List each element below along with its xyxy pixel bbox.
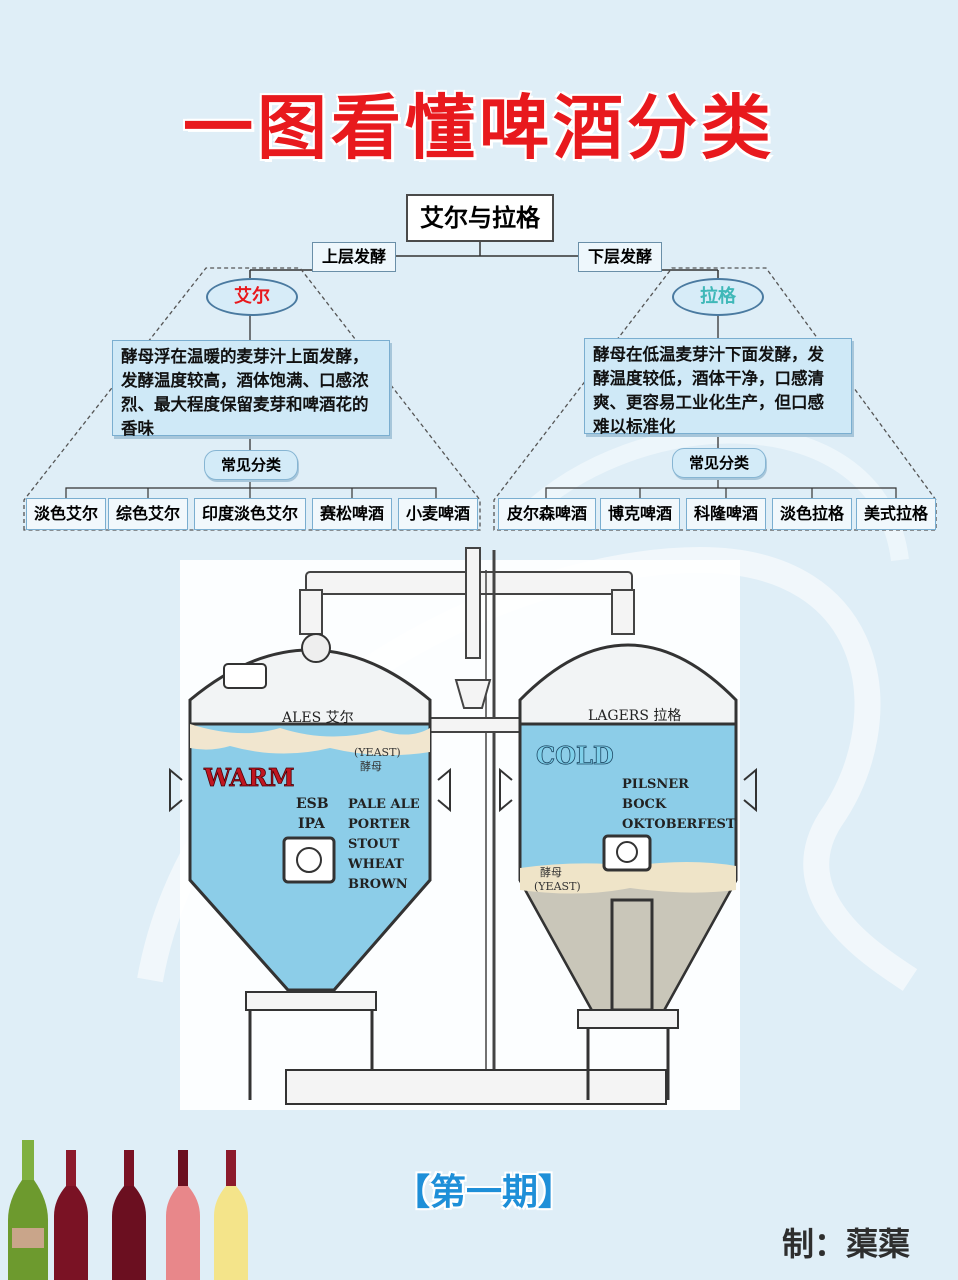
lager-yeast-en: (YEAST) (534, 880, 581, 893)
warm-label: WARM (203, 763, 295, 792)
ale-type-item: 小麦啤酒 (398, 498, 478, 530)
lager-yeast-cn: 酵母 (540, 866, 562, 879)
cold-label: COLD (536, 741, 614, 770)
ale-style-b: STOUT (348, 837, 400, 852)
ale-style-b: PORTER (348, 817, 410, 832)
ale-yeast-cn: 酵母 (360, 760, 382, 773)
red-wine-bottle-icon (112, 1150, 146, 1280)
lager-style: PILSNER (622, 777, 689, 792)
ale-type-item: 综色艾尔 (108, 498, 188, 530)
red-wine-bottle-icon (54, 1150, 88, 1280)
lager-common-label: 常见分类 (672, 448, 766, 478)
lager-style: OKTOBERFEST (622, 817, 736, 832)
champagne-bottle-icon (8, 1140, 48, 1280)
ale-style-b: WHEAT (347, 857, 404, 872)
top-fermentation-tag: 上层发酵 (312, 242, 396, 272)
page-title: 一图看懂啤酒分类 (183, 87, 775, 169)
ales-label: ALES 艾尔 (281, 710, 354, 726)
author-credit: 制：蕖蕖 (782, 1225, 911, 1263)
ale-desc-line: 酵母浮在温暖的麦芽汁上面发酵， (121, 347, 369, 366)
ale-style-a: ESB (296, 796, 329, 812)
episode-label: 【第一期】 (393, 1172, 574, 1213)
lager-desc-line: 爽、更容易工业化生产，但口感 (593, 393, 824, 412)
ale-style-b: PALE ALE (348, 797, 420, 812)
rose-wine-bottle-icon (166, 1150, 200, 1280)
bottles-decoration (8, 1140, 248, 1280)
ale-style-a: IPA (298, 816, 326, 832)
lager-desc-line: 酵母在低温麦芽汁下面发酵，发 (593, 345, 824, 364)
lager-desc-line: 难以标准化 (593, 417, 676, 436)
root-node: 艾尔与拉格 (406, 194, 554, 242)
lager-type-item: 博克啤酒 (600, 498, 680, 530)
tree-connectors (23, 242, 937, 531)
white-wine-bottle-icon (214, 1150, 248, 1280)
fermentation-tanks-illustration: ALES 艾尔 (YEAST) 酵母 WARM ESB IPA PALE ALE… (169, 547, 757, 1110)
lager-desc-line: 酵温度较低，酒体干净，口感清 (593, 369, 824, 388)
lager-oval: 拉格 (672, 278, 764, 316)
ale-desc-line: 烈、最大程度保留麦芽和啤酒花的 (121, 395, 369, 414)
ale-yeast-en: (YEAST) (354, 746, 401, 759)
ale-type-item: 印度淡色艾尔 (194, 498, 306, 530)
ale-type-item: 赛松啤酒 (312, 498, 392, 530)
ale-type-item: 淡色艾尔 (26, 498, 106, 530)
lager-description: 酵母在低温麦芽汁下面发酵，发 酵温度较低，酒体干净，口感清 爽、更容易工业化生产… (584, 338, 852, 436)
lager-style: BOCK (622, 797, 667, 812)
ale-desc-line: 香味 (121, 419, 154, 438)
ale-description: 酵母浮在温暖的麦芽汁上面发酵， 发酵温度较高，酒体饱满、口感浓 烈、最大程度保留… (112, 340, 390, 438)
lagers-label: LAGERS 拉格 (588, 708, 681, 724)
lager-type-item: 淡色拉格 (772, 498, 852, 530)
lager-type-item: 科隆啤酒 (686, 498, 766, 530)
lager-type-item: 美式拉格 (856, 498, 936, 530)
ale-style-b: BROWN (348, 877, 408, 892)
bottom-fermentation-tag: 下层发酵 (578, 242, 662, 272)
ale-oval: 艾尔 (206, 278, 298, 316)
ale-common-label: 常见分类 (204, 450, 298, 480)
lager-type-item: 皮尔森啤酒 (498, 498, 596, 530)
ale-desc-line: 发酵温度较高，酒体饱满、口感浓 (121, 371, 369, 390)
